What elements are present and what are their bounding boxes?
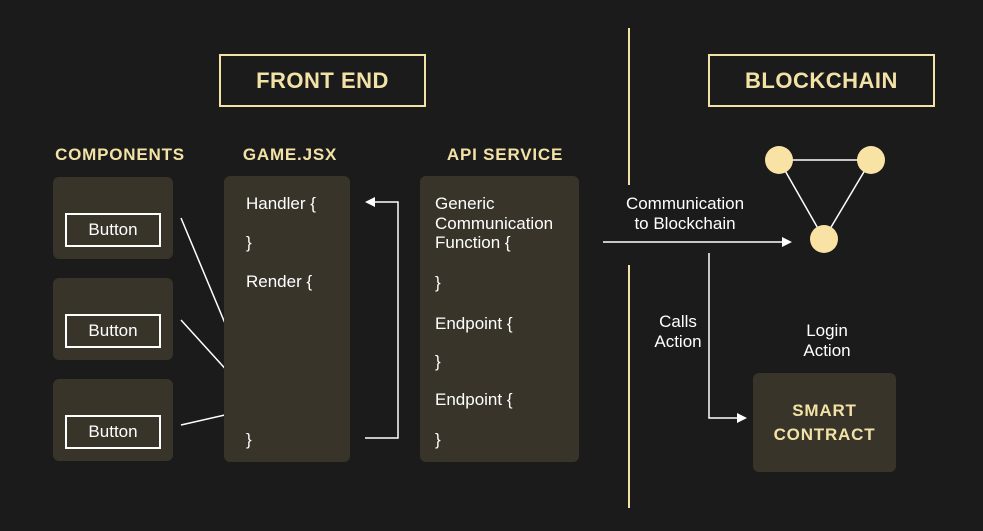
login-action-line-1: Login	[806, 321, 848, 340]
blockchain-title: BLOCKCHAIN	[708, 54, 935, 107]
calls-action-label: Calls Action	[638, 312, 718, 352]
handler-close: }	[246, 233, 252, 252]
login-action-label: Login Action	[787, 321, 867, 361]
communication-label-line-1: Communication	[625, 194, 745, 213]
component-button-2[interactable]: Button	[65, 314, 161, 348]
component-button-1[interactable]: Button	[65, 213, 161, 247]
generic-line-1: Generic	[435, 194, 495, 213]
calls-action-line-2: Action	[654, 332, 702, 351]
network-node-left	[765, 146, 793, 174]
generic-line-2: Communication	[435, 214, 554, 233]
game-heading: GAME.JSX	[242, 145, 338, 164]
render-open: Render {	[246, 272, 313, 291]
generic-line-3: Function {	[435, 233, 511, 252]
smart-contract-line-1: SMART	[792, 400, 857, 420]
api-heading: API SERVICE	[446, 145, 564, 164]
component-panel-1: Button	[53, 177, 173, 259]
login-action-line-2: Action	[803, 341, 851, 360]
component-panel-3: Button	[53, 379, 173, 461]
calls-action-arrow	[708, 253, 747, 423]
components-heading: COMPONENTS	[55, 145, 185, 164]
smart-contract-box: SMART CONTRACT	[753, 373, 896, 472]
network-node-right	[857, 146, 885, 174]
render-close: }	[246, 430, 252, 449]
network-node-bottom	[810, 225, 838, 253]
component-panel-2: Button	[53, 278, 173, 360]
network-edge-left	[778, 159, 825, 240]
communication-label-line-2: to Blockchain	[634, 214, 736, 233]
endpoint-1-close: }	[435, 352, 441, 371]
endpoint-2-open: Endpoint {	[435, 390, 513, 409]
component-button-3[interactable]: Button	[65, 415, 161, 449]
communication-label: Communication to Blockchain	[610, 194, 760, 234]
handler-open: Handler {	[246, 194, 316, 213]
calls-action-line-1: Calls	[659, 312, 697, 331]
endpoint-1-open: Endpoint {	[435, 314, 513, 333]
game-panel: Handler { } Render { }	[224, 176, 350, 462]
front-end-title: FRONT END	[219, 54, 426, 107]
smart-contract-line-2: CONTRACT	[773, 424, 876, 444]
network-edge-right	[823, 159, 872, 240]
generic-close: }	[435, 273, 441, 292]
api-panel: Generic Communication Function { } Endpo…	[420, 176, 579, 462]
game-to-api-arrow	[365, 197, 399, 439]
endpoint-2-close: }	[435, 430, 441, 449]
